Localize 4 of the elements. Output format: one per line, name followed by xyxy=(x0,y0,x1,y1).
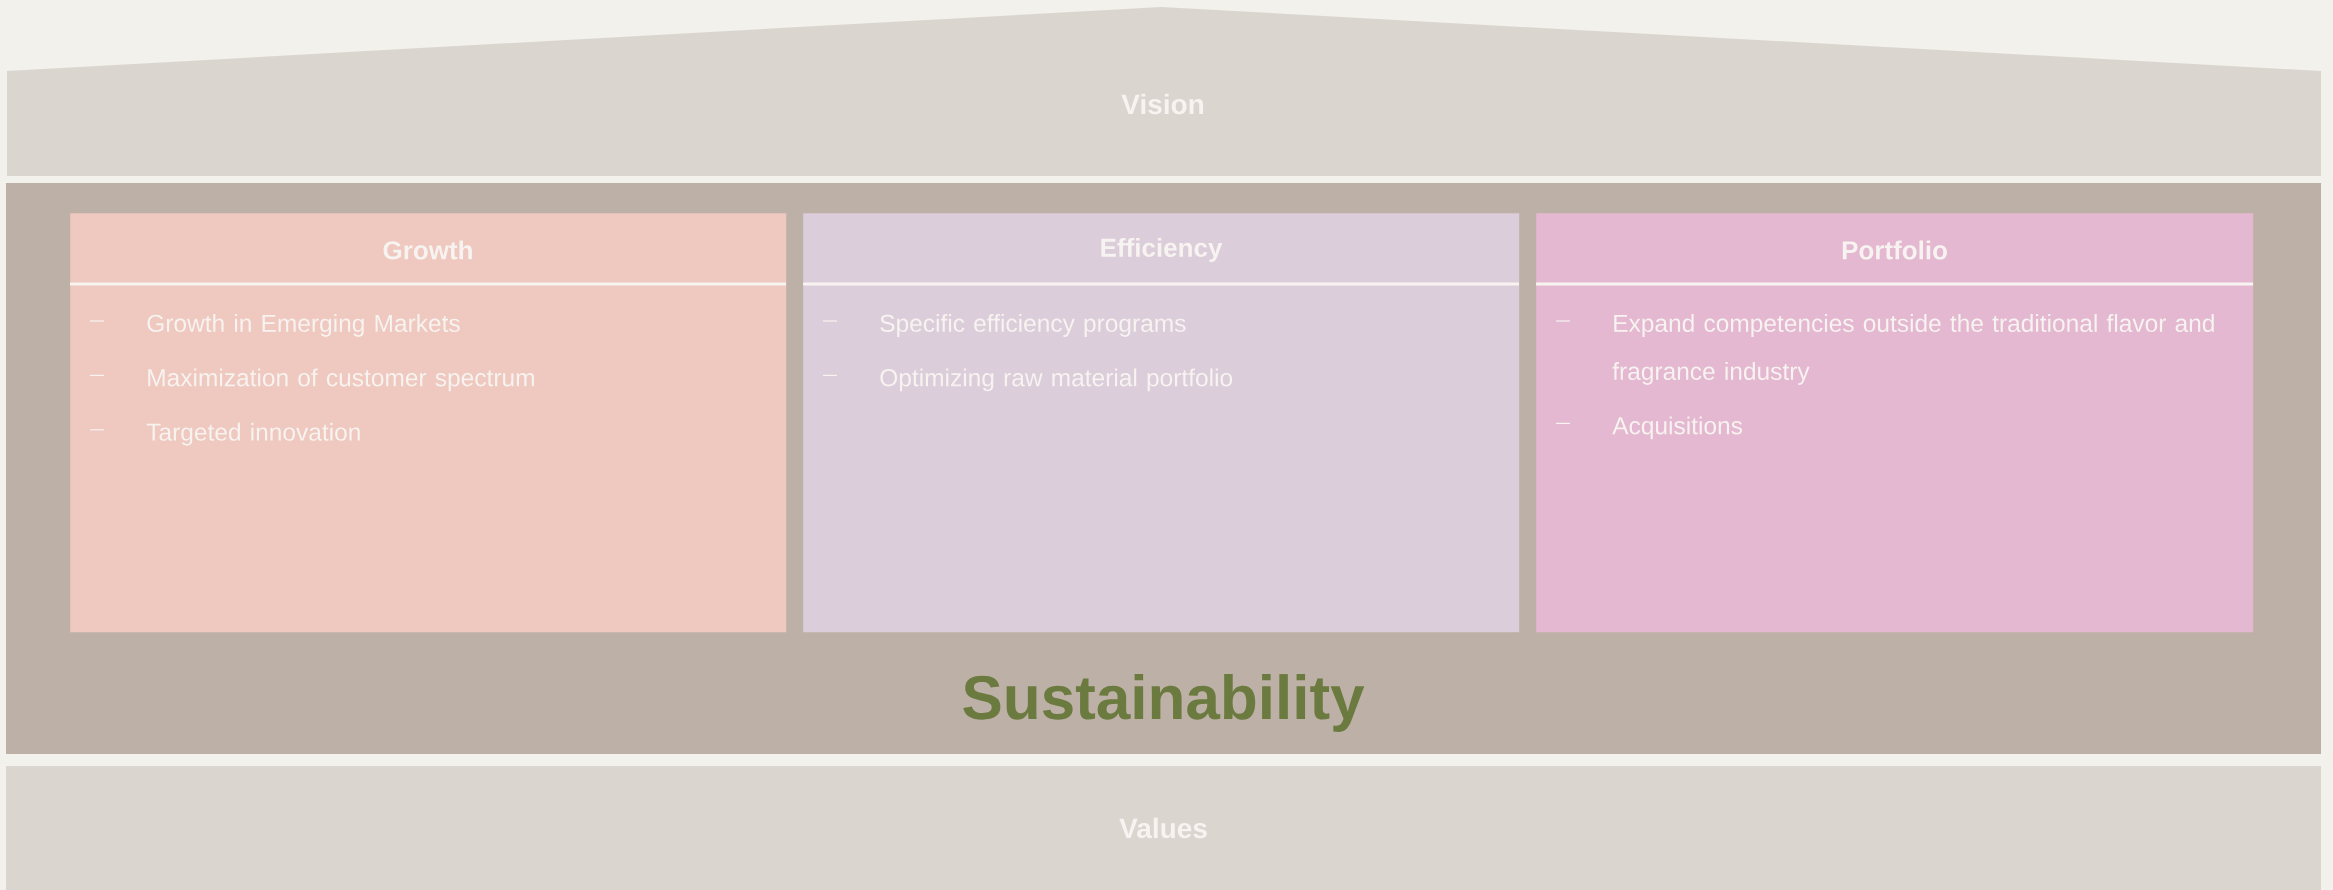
band-label: Sustainability xyxy=(963,674,1365,732)
heading: Portfolio xyxy=(1842,240,1947,260)
bullet-text: Expand competencies outside the traditional flavor and fragrance industry xyxy=(1612,314,2214,385)
bullet-text: Acquisitions xyxy=(1612,416,1743,440)
